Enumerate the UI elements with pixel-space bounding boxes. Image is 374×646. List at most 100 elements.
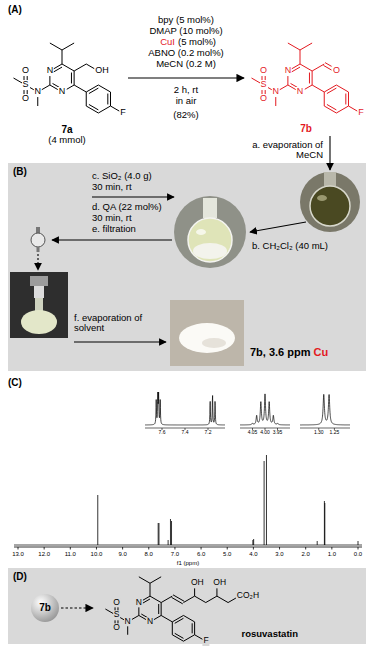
flask-glint xyxy=(196,229,206,235)
condition-text: (82%) xyxy=(173,110,198,120)
slurry-flask-photo xyxy=(174,196,246,268)
bond-line xyxy=(324,85,336,92)
spectrum-peak xyxy=(97,495,98,545)
powder-photo xyxy=(170,300,244,366)
inset-trace xyxy=(145,392,225,425)
bond-line xyxy=(195,596,206,602)
photo-ground xyxy=(174,196,246,268)
filter-outlet xyxy=(37,247,40,252)
bond-line xyxy=(150,583,151,596)
bond-line xyxy=(161,603,162,616)
bond-line xyxy=(86,106,98,113)
bond-line xyxy=(312,71,313,85)
atom-label: N xyxy=(146,617,154,626)
step-arrow xyxy=(37,254,38,270)
node-title: (D) xyxy=(13,571,27,583)
bond-line xyxy=(74,85,86,92)
flask-body xyxy=(21,310,57,334)
atom-label: F xyxy=(203,637,210,646)
atom-label: N xyxy=(272,87,281,97)
axis-tick xyxy=(148,547,149,550)
atom-label: N xyxy=(34,87,43,97)
bond-line xyxy=(161,596,172,602)
condition-text: 2 h, rt xyxy=(174,85,198,95)
axis-tick xyxy=(70,547,71,550)
atom-label: CO₂H xyxy=(236,591,260,600)
axis-tick xyxy=(44,547,45,550)
bond-line xyxy=(62,64,74,71)
silica-layer xyxy=(193,243,227,259)
nmr-spectrum xyxy=(14,392,362,550)
syringe xyxy=(30,276,48,286)
flask-body xyxy=(310,186,350,226)
reactant-structure xyxy=(14,43,123,113)
bond-line xyxy=(324,92,325,106)
atom-label: S xyxy=(260,80,268,90)
inset-tick-label: 4.00 xyxy=(260,430,270,436)
bond-line xyxy=(183,635,194,641)
spectrum-peak xyxy=(317,541,318,545)
axis-tick-label: 12.0 xyxy=(38,551,50,558)
reaction-arrow xyxy=(128,77,244,78)
axis-tick xyxy=(174,547,175,550)
filter xyxy=(34,286,44,298)
atom-label: O xyxy=(259,94,268,104)
bond-line xyxy=(327,88,336,93)
atom-label: F xyxy=(119,108,127,118)
inset-tick-label: 7.4 xyxy=(182,430,189,436)
step-arrow xyxy=(74,341,166,342)
expansion-inset xyxy=(145,392,225,430)
atom-label: N xyxy=(58,87,67,97)
bond-line xyxy=(50,43,62,50)
spectrum-peak xyxy=(171,521,172,545)
node-title: (B) xyxy=(13,166,27,178)
panel-label: (C) xyxy=(8,377,22,388)
condition-text: (5 mol%) xyxy=(178,37,216,47)
bond-line xyxy=(336,106,348,113)
axis-title: f1 (ppm) xyxy=(177,560,199,567)
inset-tick-label: 4.05 xyxy=(248,430,258,436)
axis-tick-label: 0.0 xyxy=(354,551,362,558)
spectrum-peak xyxy=(158,523,159,545)
axis-tick-label: 11.0 xyxy=(65,551,76,558)
bond-line xyxy=(86,92,87,106)
inset-tick-label: 7.6 xyxy=(159,430,166,436)
spectrum-peak xyxy=(266,455,267,545)
axis-tick xyxy=(279,547,280,550)
rosuvastatin-structure xyxy=(105,577,239,641)
product-structure xyxy=(252,43,361,113)
atom-label: O xyxy=(21,66,30,76)
condition-text: MeCN (0.2 M) xyxy=(156,59,216,69)
inset-trace xyxy=(240,394,290,425)
bond-line xyxy=(172,597,183,603)
powder-shade xyxy=(202,338,226,348)
axis-tick-label: 3.0 xyxy=(275,551,283,558)
spectrum-peak xyxy=(324,501,325,545)
inset-trace xyxy=(300,394,350,425)
bond-line xyxy=(89,104,98,109)
condition-text: bpy (5 mol%) xyxy=(158,15,214,25)
atom-label: O xyxy=(112,624,121,633)
flask-neck xyxy=(35,298,43,312)
filter-disc xyxy=(31,233,45,247)
axis-tick xyxy=(227,547,228,550)
node-title: 7b xyxy=(39,602,51,614)
bond-line xyxy=(107,94,108,105)
spectrum-peak xyxy=(158,523,159,545)
axis-tick xyxy=(122,547,123,550)
condition-text: DMAP (10 mol%) xyxy=(149,26,222,36)
bond-line xyxy=(172,635,183,641)
inset-tick-label: 1.30 xyxy=(314,430,324,436)
axis-tick-label: 10.0 xyxy=(91,551,103,558)
powder xyxy=(179,323,235,353)
atom-label: OH xyxy=(94,66,110,76)
bond-line xyxy=(194,622,195,635)
bond-line xyxy=(62,43,74,50)
spectrum-peak xyxy=(253,539,254,545)
atom-label: F xyxy=(357,108,365,118)
bond-line xyxy=(150,577,161,583)
atom-label: N xyxy=(46,66,55,76)
node-subtext: (4 mmol) xyxy=(48,135,85,146)
bond-line xyxy=(71,73,72,84)
bond-line xyxy=(345,94,346,105)
